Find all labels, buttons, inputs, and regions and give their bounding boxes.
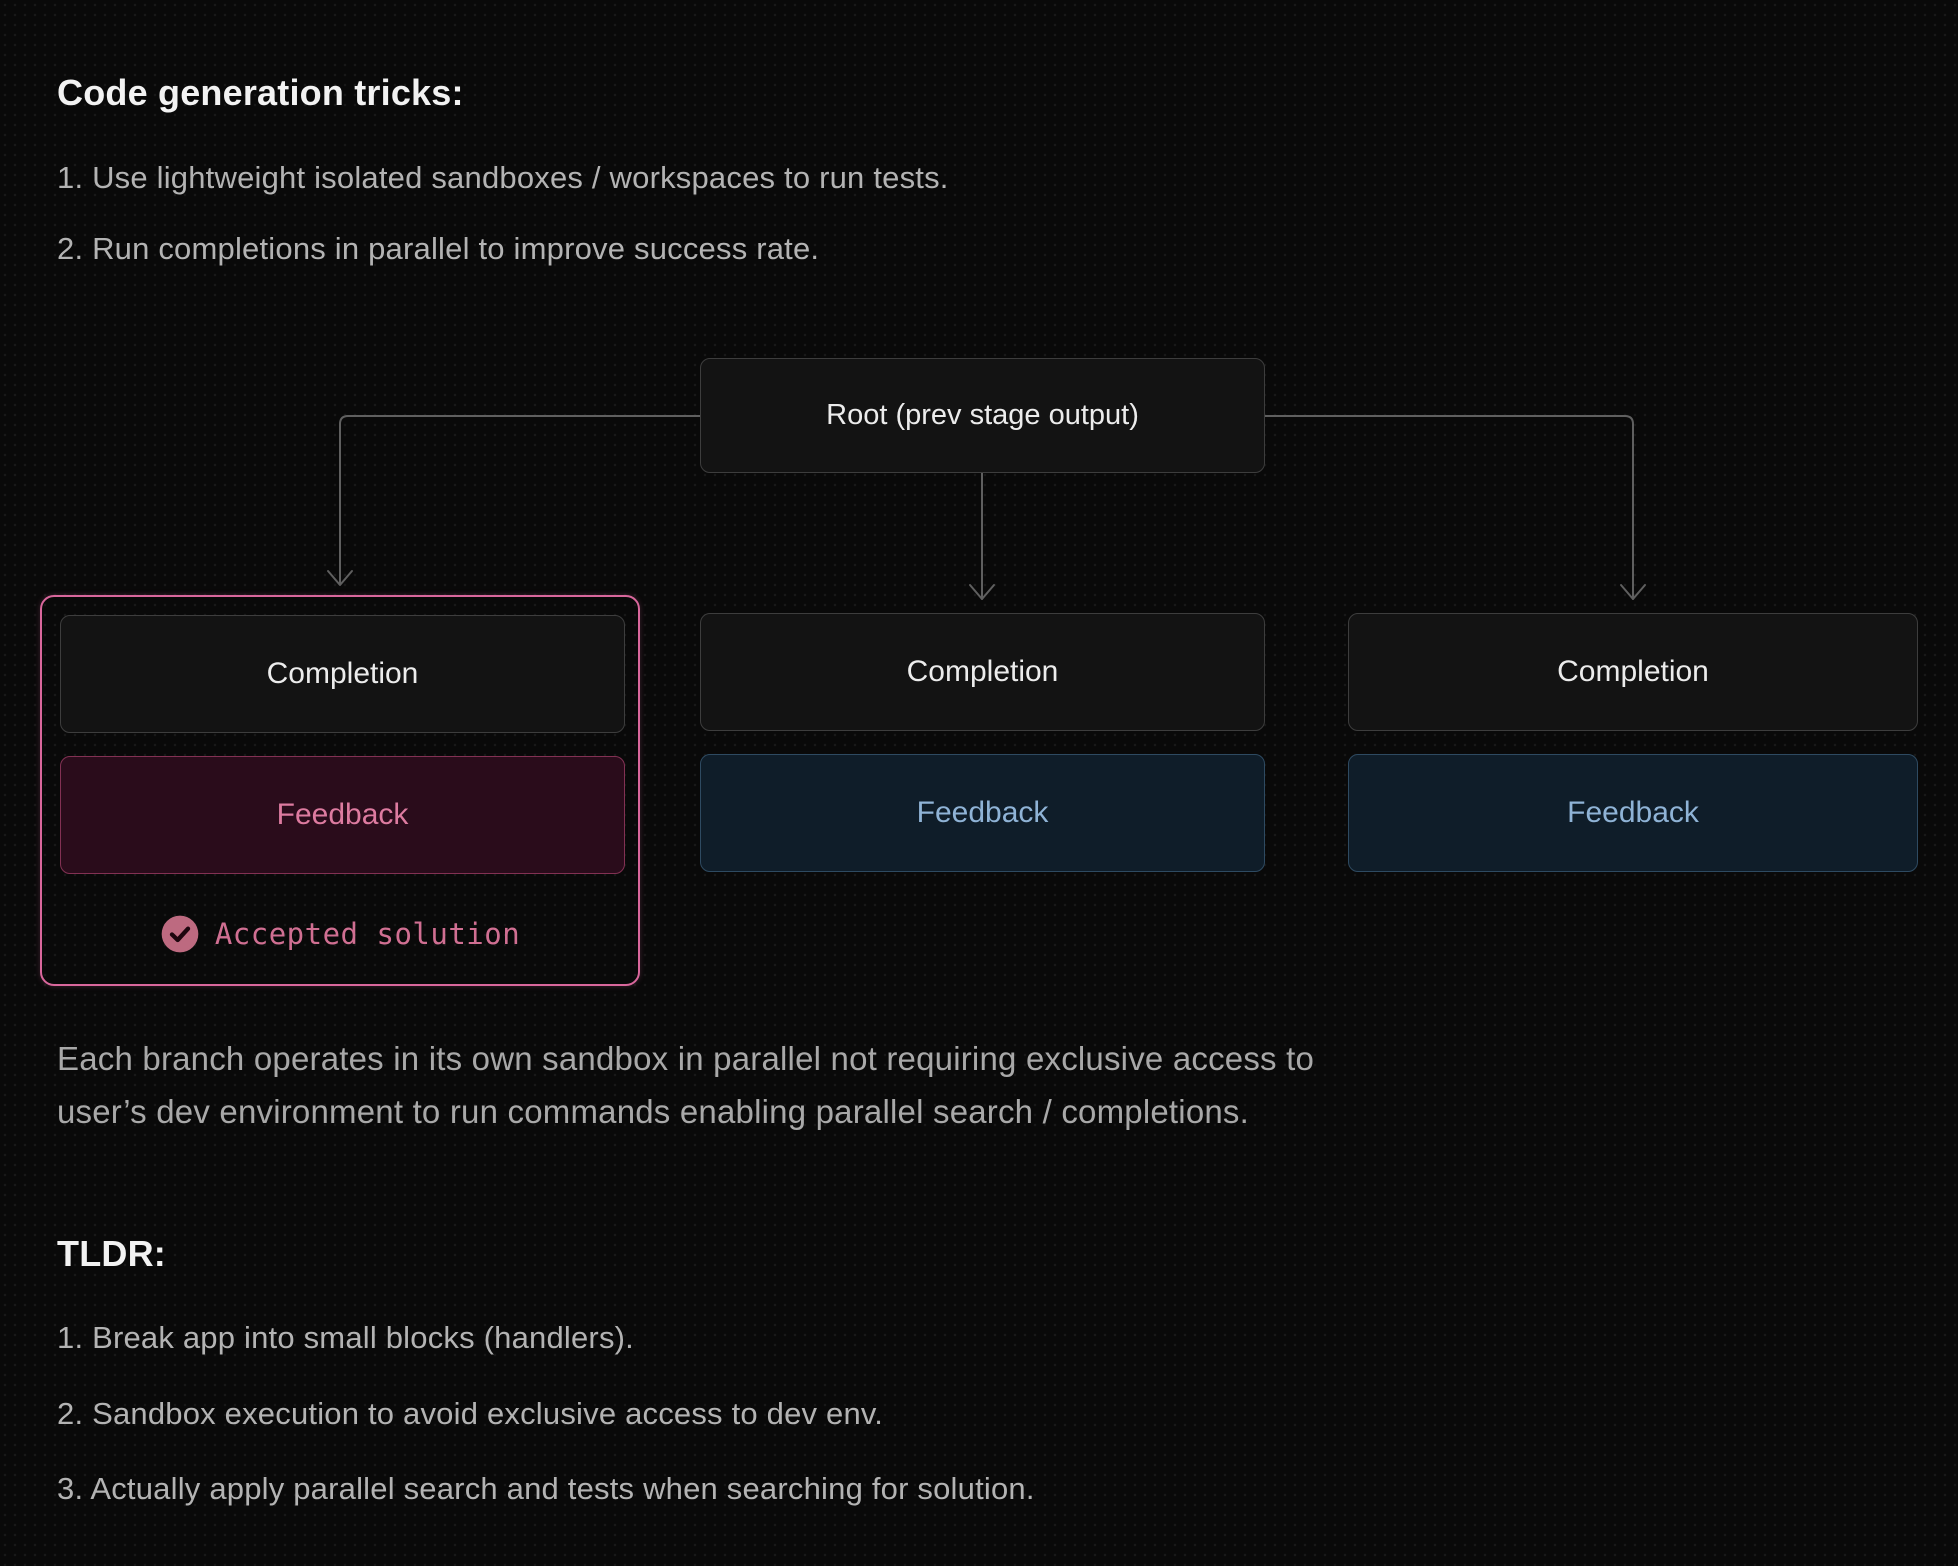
check-circle-icon bbox=[161, 915, 199, 953]
tldr-item-3: 3. Actually apply parallel search and te… bbox=[57, 1471, 1035, 1506]
tldr-item-2: 2. Sandbox execution to avoid exclusive … bbox=[57, 1396, 884, 1431]
feedback-node-3: Feedback bbox=[1348, 754, 1918, 872]
paragraph-line-2: user’s dev environment to run commands e… bbox=[57, 1093, 1249, 1130]
completion-node-1: Completion bbox=[60, 615, 625, 733]
tldr-item-1: 1. Break app into small blocks (handlers… bbox=[57, 1320, 634, 1355]
feedback-node-2: Feedback bbox=[700, 754, 1265, 872]
connector-left bbox=[339, 415, 701, 585]
trick-item-2: 2. Run completions in parallel to improv… bbox=[57, 231, 820, 266]
page-title: Code generation tricks: bbox=[57, 72, 464, 113]
accepted-branch-container: Completion Feedback Accepted solution bbox=[40, 595, 640, 986]
paragraph-line-1: Each branch operates in its own sandbox … bbox=[57, 1040, 1315, 1077]
completion-node-2: Completion bbox=[700, 613, 1265, 731]
completion-node-3: Completion bbox=[1348, 613, 1918, 731]
accepted-solution-row: Accepted solution bbox=[42, 913, 638, 955]
root-node: Root (prev stage output) bbox=[700, 358, 1265, 473]
feedback-node-1: Feedback bbox=[60, 756, 625, 874]
trick-item-1: 1. Use lightweight isolated sandboxes / … bbox=[57, 160, 949, 195]
arrowhead-left-icon bbox=[327, 570, 353, 586]
arrowhead-middle-icon bbox=[969, 584, 995, 600]
arrowhead-right-icon bbox=[1620, 584, 1646, 600]
connector-right bbox=[1264, 415, 1634, 600]
accepted-solution-label: Accepted solution bbox=[214, 917, 521, 951]
tldr-title: TLDR: bbox=[57, 1233, 166, 1274]
